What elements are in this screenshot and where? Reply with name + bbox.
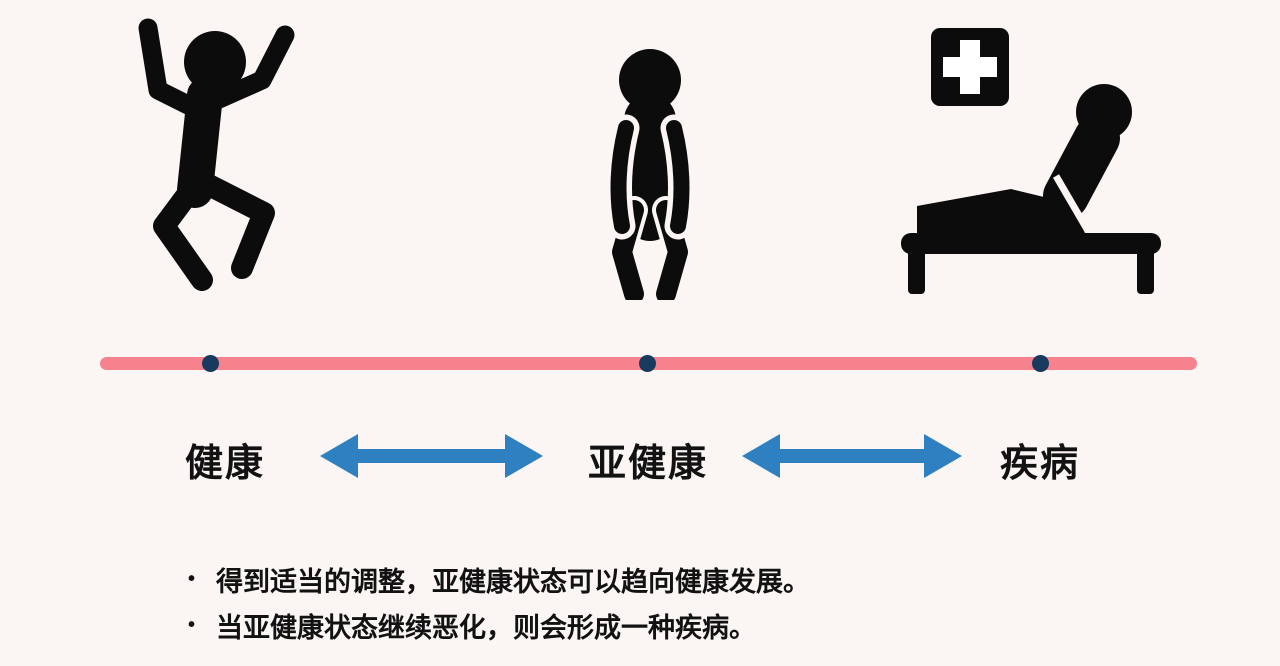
note-text: 当亚健康状态继续恶化，则会形成一种疾病。 (216, 612, 756, 643)
timeline-dot-disease (1032, 355, 1049, 372)
stage-label-subhealth: 亚健康 (587, 443, 709, 485)
note-item: • 当亚健康状态继续恶化，则会形成一种疾病。 (188, 602, 810, 648)
stage-label-disease: 疾病 (999, 443, 1081, 485)
exhausted-person-icon (578, 30, 723, 300)
jumping-person-icon (122, 8, 307, 303)
double-arrow-icon-left (320, 428, 543, 484)
notes-list: • 得到适当的调整，亚健康状态可以趋向健康发展。 • 当亚健康状态继续恶化，则会… (188, 556, 810, 648)
bullet-icon: • (188, 613, 196, 636)
double-arrow-icon-right (742, 428, 962, 484)
timeline-dot-subhealth (639, 355, 656, 372)
bullet-icon: • (188, 567, 196, 590)
note-text: 得到适当的调整，亚健康状态可以趋向健康发展。 (216, 566, 810, 597)
stage-label-healthy: 健康 (184, 443, 266, 485)
hospital-bed-icon (901, 26, 1161, 296)
note-item: • 得到适当的调整，亚健康状态可以趋向健康发展。 (188, 556, 810, 602)
timeline-dot-healthy (202, 355, 219, 372)
